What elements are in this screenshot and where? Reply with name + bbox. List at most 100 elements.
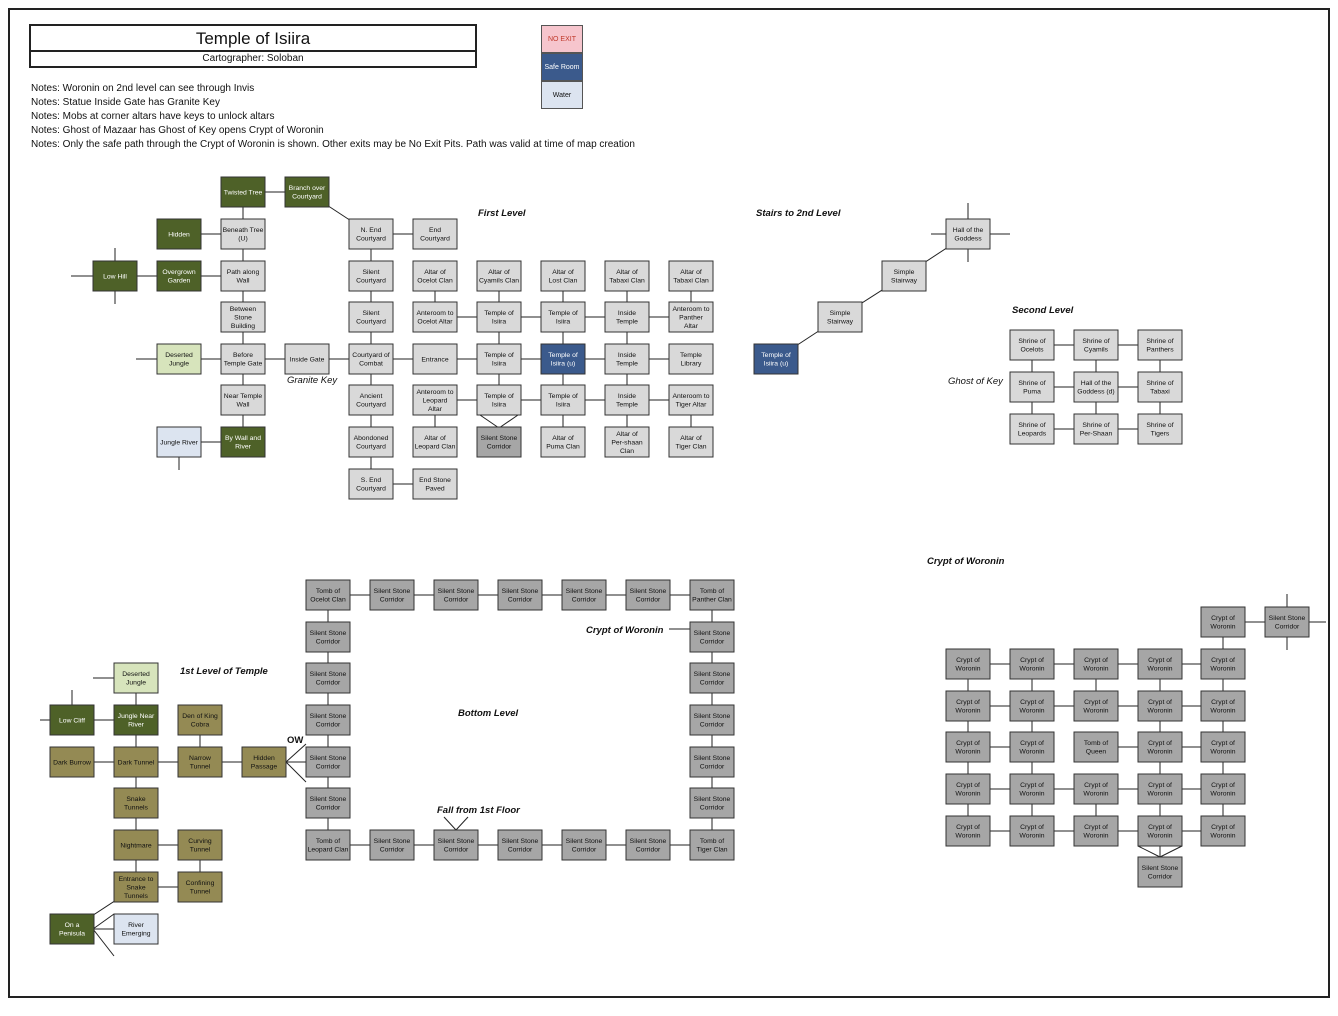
room-box [1137, 371, 1183, 403]
room-box [220, 426, 266, 458]
exit-stub [92, 913, 115, 930]
room-box [220, 176, 266, 208]
room-box [1009, 690, 1055, 722]
label-first-level: First Level [478, 208, 526, 219]
room-box [113, 871, 159, 903]
room-entrance: Entrance [412, 343, 458, 375]
room-box [604, 260, 650, 292]
room-box [220, 301, 266, 333]
room-box [113, 829, 159, 861]
room-box [668, 301, 714, 333]
room-box [1200, 690, 1246, 722]
room-box [604, 343, 650, 375]
room-box [945, 690, 991, 722]
room-box [753, 343, 799, 375]
room-box [113, 787, 159, 819]
connection-line [455, 816, 469, 831]
room-box [604, 384, 650, 416]
room-box [348, 301, 394, 333]
label-first-level-of-temple: 1st Level of Temple [180, 666, 268, 677]
room-box [476, 343, 522, 375]
room-low-cliff: Low Cliff [49, 704, 95, 736]
label-granite-key: Granite Key [287, 375, 338, 386]
room-box [412, 301, 458, 333]
room-label: Dark Tunnel [118, 759, 155, 766]
room-nightmare: Nightmare [113, 829, 159, 861]
page-title: Temple of Isiira [29, 24, 477, 52]
connection-line [1159, 845, 1183, 858]
room-box [49, 913, 95, 945]
room-label: Twisted Tree [224, 189, 263, 196]
room-box [305, 829, 351, 861]
room-box [113, 662, 159, 694]
room-box [1137, 815, 1183, 847]
room-box [177, 704, 223, 736]
room-box [561, 579, 607, 611]
room-box [476, 260, 522, 292]
room-box [689, 746, 735, 778]
room-box [689, 662, 735, 694]
room-box [113, 746, 159, 778]
note: Notes: Woronin on 2nd level can see thro… [31, 83, 255, 94]
room-box [1073, 690, 1119, 722]
room-box [497, 579, 543, 611]
connection-line [1137, 845, 1161, 858]
